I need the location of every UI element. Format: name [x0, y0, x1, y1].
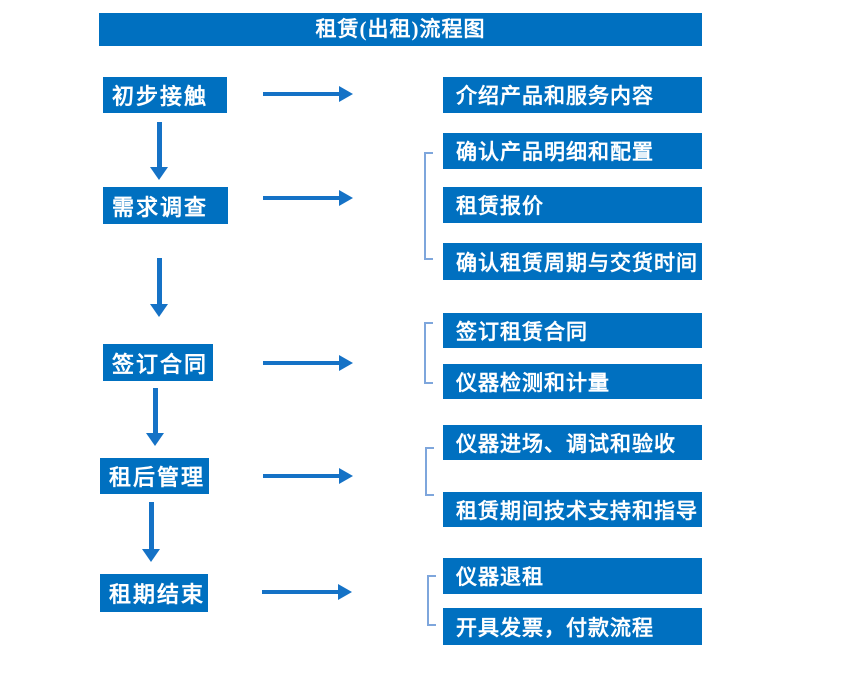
- arrow-right-icon: [262, 584, 352, 600]
- arrow-down-head: [146, 433, 164, 446]
- arrow-down-head: [150, 304, 168, 317]
- output-box-confirm-rental-period: 确认租赁周期与交货时间: [443, 243, 702, 280]
- arrow-down-shaft: [149, 502, 154, 550]
- output-box-sign-rental-contract: 签订租赁合同: [443, 313, 702, 348]
- arrow-right-shaft: [263, 196, 340, 200]
- stage-box-post-rental-management: 租后管理: [100, 458, 209, 494]
- output-box-rental-quote: 租赁报价: [443, 187, 702, 223]
- arrow-right-head: [338, 584, 352, 600]
- arrow-right-icon: [263, 190, 353, 206]
- arrow-down-shaft: [157, 258, 162, 305]
- stage-box-rental-end: 租期结束: [100, 574, 208, 612]
- group-bracket: [427, 575, 436, 626]
- arrow-right-head: [339, 468, 353, 484]
- arrow-down-icon: [150, 258, 168, 317]
- flowchart-title: 租赁(出租)流程图: [99, 13, 702, 46]
- arrow-right-head: [339, 190, 353, 206]
- output-box-instrument-return: 仪器退租: [443, 558, 702, 594]
- arrow-down-shaft: [153, 388, 158, 434]
- arrow-down-icon: [146, 388, 164, 446]
- output-box-instrument-testing: 仪器检测和计量: [443, 364, 702, 399]
- arrow-right-icon: [263, 355, 353, 371]
- arrow-down-head: [142, 549, 160, 562]
- arrow-right-icon: [263, 86, 353, 102]
- arrow-right-head: [339, 86, 353, 102]
- arrow-right-shaft: [263, 361, 340, 365]
- arrow-right-shaft: [263, 92, 340, 96]
- stage-box-sign-contract: 签订合同: [103, 344, 213, 381]
- group-bracket: [424, 322, 433, 384]
- arrow-down-shaft: [157, 122, 162, 168]
- arrow-right-shaft: [262, 590, 339, 594]
- output-box-invoice-payment: 开具发票，付款流程: [443, 608, 702, 645]
- arrow-down-icon: [142, 502, 160, 562]
- arrow-down-head: [150, 167, 168, 180]
- arrow-right-icon: [263, 468, 353, 484]
- stage-box-initial-contact: 初步接触: [103, 77, 227, 113]
- output-box-technical-support: 租赁期间技术支持和指导: [443, 492, 702, 527]
- output-box-instrument-setup: 仪器进场、调试和验收: [443, 425, 702, 460]
- output-box-confirm-product-details: 确认产品明细和配置: [443, 133, 702, 169]
- stage-box-demand-survey: 需求调查: [103, 187, 228, 224]
- arrow-right-head: [339, 355, 353, 371]
- output-box-introduce-products: 介绍产品和服务内容: [443, 77, 702, 113]
- arrow-right-shaft: [263, 474, 340, 478]
- group-bracket: [425, 447, 434, 496]
- group-bracket: [424, 152, 433, 260]
- arrow-down-icon: [150, 122, 168, 180]
